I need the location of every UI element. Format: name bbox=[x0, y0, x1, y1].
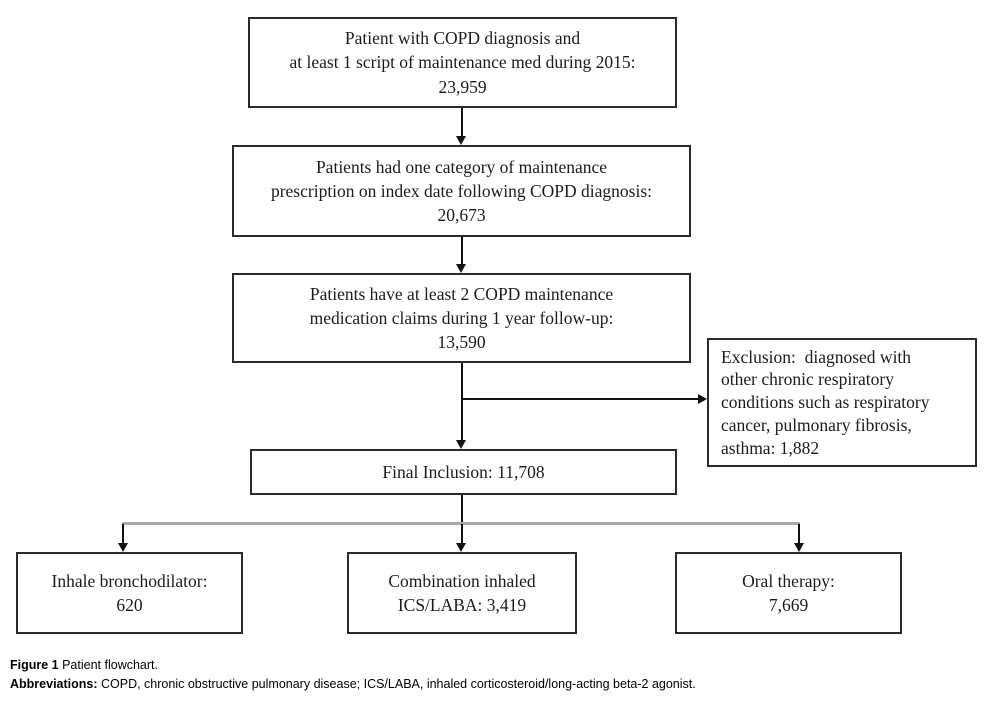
box-count: 620 bbox=[116, 595, 143, 615]
arrow-down-icon bbox=[456, 440, 466, 449]
box-count: 13,590 bbox=[437, 332, 486, 353]
connector-line bbox=[460, 363, 463, 440]
figure-caption: Figure 1 Patient flowchart. Abbreviation… bbox=[10, 656, 696, 695]
flowchart-box-cohort: Patient with COPD diagnosis and at least… bbox=[248, 17, 677, 108]
arrow-down-icon bbox=[456, 264, 466, 273]
box-text-line: Combination inhaled bbox=[388, 570, 536, 591]
box-count: ICS/LABA: 3,419 bbox=[397, 595, 527, 615]
box-count: 23,959 bbox=[438, 76, 487, 97]
connector-line bbox=[461, 398, 698, 400]
box-text-line: Patient with COPD diagnosis and bbox=[344, 28, 581, 49]
box-count: 20,673 bbox=[437, 205, 486, 226]
connector-line bbox=[798, 524, 800, 543]
box-text-line: medication claims during 1 year follow-u… bbox=[309, 307, 614, 328]
connector-line bbox=[122, 524, 124, 543]
box-text-line: Final Inclusion: 11,708 bbox=[382, 461, 545, 482]
arrow-right-icon bbox=[698, 394, 707, 404]
box-text-line: Patients had one category of maintenance bbox=[315, 156, 608, 177]
arrow-down-icon bbox=[794, 543, 804, 552]
connector-line bbox=[460, 495, 463, 523]
connector-line bbox=[460, 108, 463, 136]
abbreviations-text: COPD, chronic obstructive pulmonary dise… bbox=[97, 677, 696, 692]
connector-line bbox=[460, 237, 463, 264]
box-text-line: prescription on index date following COP… bbox=[270, 180, 653, 201]
connector-line bbox=[460, 524, 463, 543]
box-text-line: at least 1 script of maintenance med dur… bbox=[289, 52, 636, 73]
box-text-line: other chronic respiratory bbox=[721, 369, 894, 390]
arrow-down-icon bbox=[456, 136, 466, 145]
abbreviations-label: Abbreviations: bbox=[10, 677, 98, 692]
arrow-down-icon bbox=[118, 543, 128, 552]
box-count: 7,669 bbox=[768, 595, 809, 615]
box-text-line: cancer, pulmonary fibrosis, bbox=[721, 414, 912, 435]
abbreviations-line: Abbreviations: COPD, chronic obstructive… bbox=[10, 675, 696, 694]
box-text-line: Patients have at least 2 COPD maintenanc… bbox=[309, 283, 614, 304]
box-count: asthma: 1,882 bbox=[721, 437, 820, 458]
box-text-line: Inhale bronchodilator: bbox=[51, 570, 208, 591]
flowchart-box-two-claims: Patients have at least 2 COPD maintenanc… bbox=[232, 273, 691, 363]
flowchart-box-inhale-bronchodilator: Inhale bronchodilator: 620 bbox=[16, 552, 243, 634]
arrow-down-icon bbox=[456, 543, 466, 552]
flowchart-box-oral-therapy: Oral therapy: 7,669 bbox=[675, 552, 902, 634]
flowchart-box-one-category: Patients had one category of maintenance… bbox=[232, 145, 691, 237]
flowchart-box-final-inclusion: Final Inclusion: 11,708 bbox=[250, 449, 677, 495]
box-text-line: Exclusion: diagnosed with bbox=[721, 346, 912, 367]
box-text-line: Oral therapy: bbox=[742, 570, 835, 591]
flowchart-box-combination-ics-laba: Combination inhaled ICS/LABA: 3,419 bbox=[347, 552, 577, 634]
connector-line-gray bbox=[122, 522, 800, 525]
box-text-line: conditions such as respiratory bbox=[721, 392, 930, 413]
figure-caption-line: Figure 1 Patient flowchart. bbox=[10, 656, 696, 675]
figure-label: Figure 1 bbox=[10, 658, 59, 672]
figure-caption-text: Patient flowchart. bbox=[58, 658, 158, 672]
flowchart-box-exclusion: Exclusion: diagnosed with other chronic … bbox=[707, 338, 977, 467]
